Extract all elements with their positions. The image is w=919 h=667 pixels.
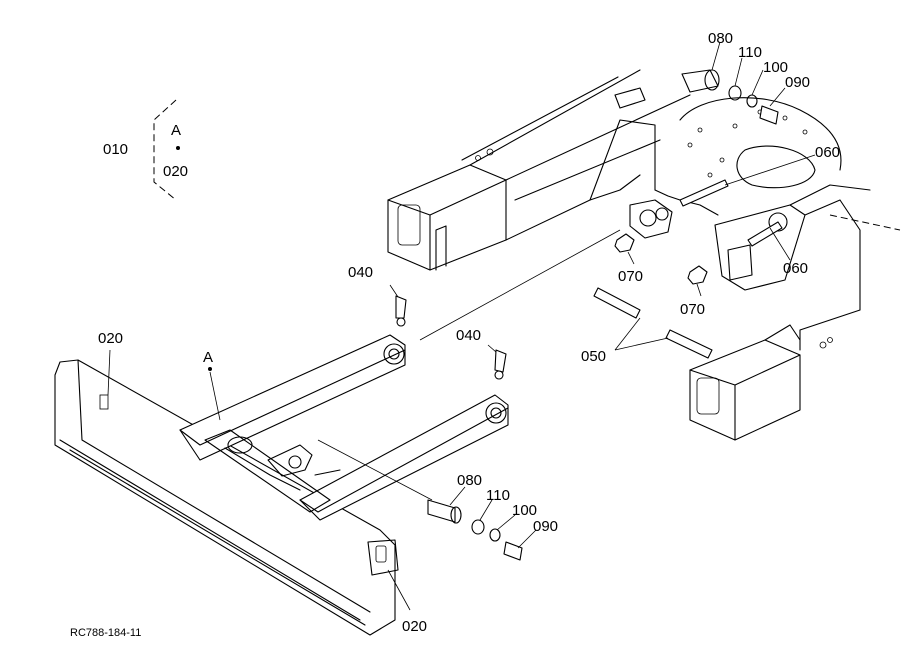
callout-090-upper: 090 bbox=[785, 74, 810, 91]
drawing-code: RC788-184-11 bbox=[70, 627, 141, 639]
leader-lines bbox=[107, 41, 816, 611]
callout-110-upper: 110 bbox=[738, 44, 762, 61]
callout-080-lower: 080 bbox=[457, 472, 482, 489]
hardware-parts bbox=[395, 69, 783, 561]
callouts: 020 A 040 040 080 110 100 090 060 060 07… bbox=[70, 30, 840, 639]
callout-070-right: 070 bbox=[680, 301, 705, 318]
callout-020-bottom: 020 bbox=[402, 618, 427, 635]
callout-110-lower: 110 bbox=[486, 487, 510, 504]
callout-040-upper: 040 bbox=[348, 264, 373, 281]
callout-050: 050 bbox=[581, 348, 606, 365]
callout-090-lower: 090 bbox=[533, 518, 558, 535]
callout-020-left: 020 bbox=[98, 330, 123, 347]
assembly-key: 010 A 020 bbox=[103, 99, 188, 201]
callout-010: 010 bbox=[103, 141, 128, 158]
callout-060-middle: 060 bbox=[783, 260, 808, 277]
blade-assembly bbox=[54, 334, 509, 636]
callout-060-upper: 060 bbox=[815, 144, 840, 161]
callout-080-upper: 080 bbox=[708, 30, 733, 47]
callout-040-lower: 040 bbox=[456, 327, 481, 344]
callout-020-key: 020 bbox=[163, 163, 188, 180]
callout-100-lower: 100 bbox=[512, 502, 537, 519]
callout-070-left: 070 bbox=[618, 268, 643, 285]
callout-A-frame: A bbox=[203, 349, 213, 366]
tractor-frame bbox=[387, 69, 901, 441]
callout-A-key: A bbox=[171, 122, 181, 139]
callout-100-upper: 100 bbox=[763, 59, 788, 76]
